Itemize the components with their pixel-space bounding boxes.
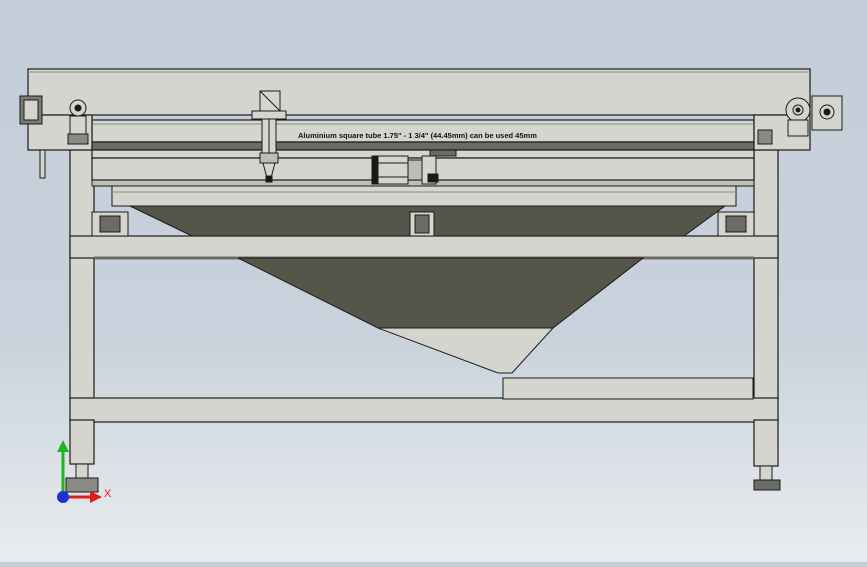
y-axis-label: Y: [60, 444, 66, 454]
top-beam: [27, 68, 811, 116]
leveling-feet: [65, 463, 781, 493]
hopper: [129, 205, 754, 400]
rail-track: [91, 141, 755, 151]
x-arrowhead: [90, 491, 102, 503]
left-rear-leg: [69, 149, 95, 401]
left-end-hardware: [19, 95, 89, 179]
right-end-hardware: [757, 95, 843, 145]
z-axis-dot: [57, 491, 69, 503]
tube-note: Aluminium square tube 1.75" - 1 3/4" (44…: [298, 131, 537, 140]
x-axis-label: X: [104, 488, 112, 500]
left-front-leg: [69, 419, 95, 465]
lower-crossbar: [69, 397, 779, 423]
chute: [377, 327, 555, 374]
right-front-leg: [753, 419, 779, 467]
y-arrowhead: [57, 440, 69, 452]
left-pin: [39, 149, 46, 179]
lower-hopper: [237, 257, 645, 329]
laser-head: [251, 90, 287, 183]
middle-crossbar: [69, 235, 779, 259]
stepper-motor: [371, 149, 457, 185]
right-rear-leg: [753, 149, 779, 401]
collection-tray: [502, 377, 754, 400]
side-blocks: [91, 211, 755, 237]
bed-plate: [111, 185, 737, 207]
coordinate-triad[interactable]: Y X: [57, 440, 112, 503]
